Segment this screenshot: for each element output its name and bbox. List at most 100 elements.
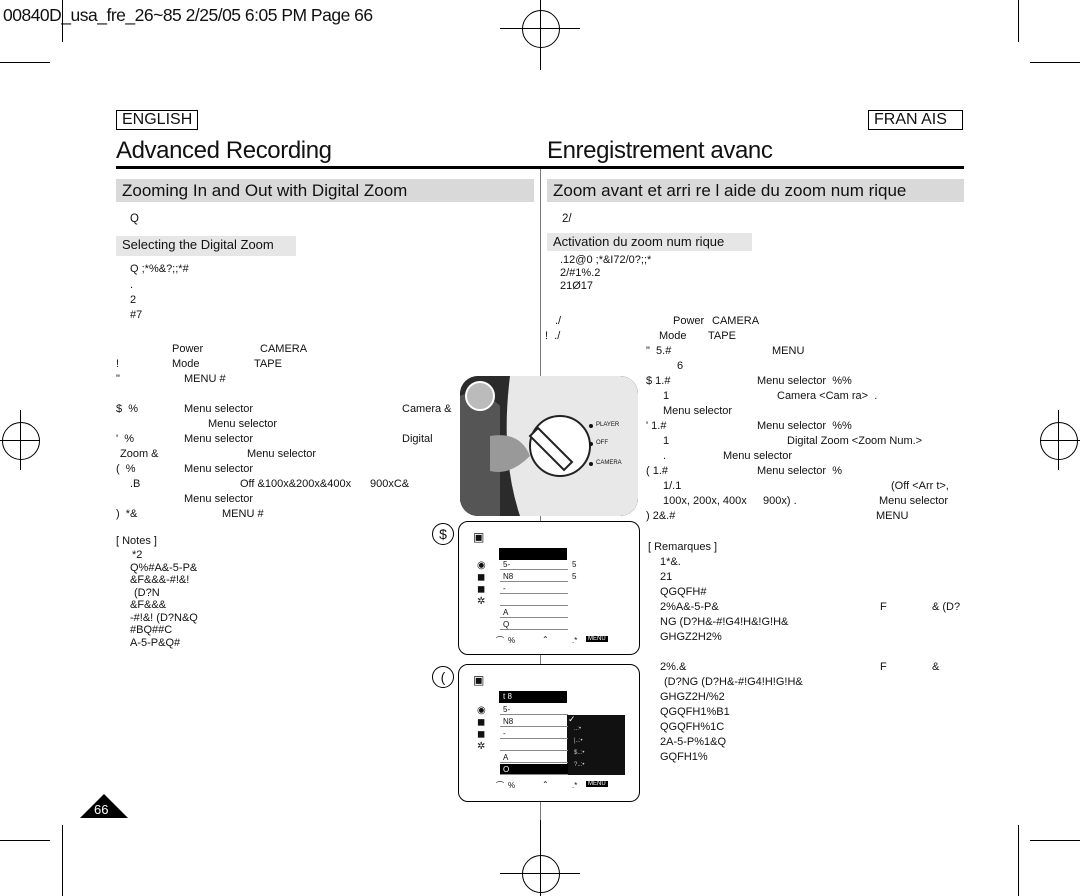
menu-icon: ◼: [477, 584, 486, 595]
menu-row: A: [500, 752, 568, 763]
camera-icon: ▣: [473, 530, 485, 544]
crop-mark: [1018, 825, 1019, 896]
menu-value: 5: [572, 560, 577, 569]
crop-mark: [62, 0, 63, 42]
camera-icon: ▣: [473, 673, 485, 687]
step-row: Menu selector: [184, 493, 254, 505]
step-row: ! Mode TAPE: [116, 358, 282, 370]
crop-mark: [0, 62, 50, 63]
french-title: Enregistrement avanc: [547, 137, 773, 164]
dial-off-label: OFF: [596, 440, 608, 446]
step-row: $ 1.# Menu selector %%: [646, 375, 852, 387]
menu-row: 5-: [500, 559, 568, 570]
page-number: 66: [94, 802, 109, 817]
menu-key: MENU: [586, 636, 608, 642]
step-row: ! ./ Mode TAPE: [545, 330, 736, 342]
menu-footer: ⌒ % ⌃ .* MENU: [496, 780, 608, 790]
english-selection-text: Q ;*%&?;;*# . 2 #7: [130, 263, 189, 321]
english-notes: [ Notes ] *2 Q%#A&-5-P& &F&&&-#!&! (D?N …: [116, 535, 198, 649]
step-row: ) 2&.# MENU: [646, 510, 909, 522]
french-label: FRAN AIS: [868, 110, 963, 130]
menu-row: [500, 740, 568, 751]
french-section-bar: Zoom avant et arri re l aide du zoom num…: [547, 179, 964, 202]
step-row: " MENU #: [116, 373, 226, 385]
french-steps: ./ Power CAMERA ! ./ Mode TAPE " 5.# MEN…: [545, 314, 965, 524]
print-header: 00840D_usa_fre_26~85 2/25/05 6:05 PM Pag…: [3, 5, 373, 25]
menu-row: Q: [500, 619, 568, 630]
step-row: . Menu selector: [663, 450, 793, 462]
menu-screen-2: ▣ t 8 ◉ ◼ ◼ ✲: [458, 664, 640, 802]
english-subsection: Selecting the Digital Zoom: [116, 236, 296, 256]
zoom-option: $..:•: [574, 750, 585, 756]
check-icon: ✓: [568, 714, 576, 724]
title-rule: [116, 166, 964, 169]
menu-screen-1: ▣ ◉ ◼ ◼ ✲: [458, 521, 640, 655]
center-line: [500, 28, 580, 29]
english-steps: Power CAMERA ! Mode TAPE " MENU #: [116, 342, 456, 387]
step-row: .B Off &100x&200x&400x 900xC&: [130, 478, 410, 490]
camera-illustration: [460, 376, 638, 516]
dial-camera-label: CAMERA: [596, 460, 622, 466]
registration-mark: [2, 422, 40, 460]
crop-mark: [1030, 62, 1080, 63]
return-icon: ⌒: [496, 781, 504, 790]
english-title: Advanced Recording: [116, 137, 332, 164]
menu-header: [499, 548, 567, 560]
step-row: $ % Menu selector Camera &: [116, 403, 452, 415]
menu-row: A: [500, 607, 568, 618]
french-notes: [ Remarques ] 1*&. 21 QGQFH# 2%A&-5-P& N…: [648, 540, 968, 765]
step-row: ) *& MENU #: [116, 508, 264, 520]
english-section-bar: Zooming In and Out with Digital Zoom: [116, 179, 534, 202]
dial-player-label: PLAYER: [596, 422, 620, 428]
center-line: [540, 0, 541, 70]
menu-icon: ◼: [477, 729, 486, 740]
zoom-options-popup: [567, 715, 625, 775]
english-intro: Q: [130, 213, 139, 225]
menu-row: N8: [500, 716, 568, 727]
english-label: ENGLISH: [116, 110, 199, 130]
step-row: Zoom & Menu selector: [120, 448, 317, 460]
menu-value: 5: [572, 572, 577, 581]
step-row: ' 1.# Menu selector %%: [646, 420, 852, 432]
return-icon: ⌒: [496, 636, 504, 645]
menu-row: 5-: [500, 704, 568, 715]
menu-row: -: [500, 728, 568, 739]
menu-footer: ⌒ % ⌃ .* MENU: [496, 635, 608, 645]
step-row: 6: [677, 360, 684, 372]
menu-icon: ✲: [477, 741, 486, 752]
crop-mark: [62, 825, 63, 896]
step-row: ( 1.# Menu selector %: [646, 465, 842, 477]
step-row: 1 Digital Zoom <Zoom Num.>: [663, 435, 923, 447]
step-row: Menu selector: [663, 405, 733, 417]
step-marker: (: [432, 666, 454, 688]
step-row: 1 Camera <Cam ra> .: [663, 390, 878, 402]
menu-icon: ◼: [477, 717, 486, 728]
crop-mark: [0, 840, 50, 841]
notes-label: [ Notes ]: [116, 535, 157, 547]
center-line: [540, 820, 541, 896]
registration-mark: [522, 10, 560, 48]
step-marker: $: [432, 523, 454, 545]
menu-row-selected: O: [500, 764, 568, 775]
step-row: " 5.# MENU: [646, 345, 805, 357]
menu-icon: ◼: [477, 572, 486, 583]
french-subsection: Activation du zoom num rique: [547, 233, 752, 251]
french-intro: 2/: [562, 213, 572, 225]
registration-mark: [1040, 422, 1078, 460]
page-number-badge: [80, 794, 128, 818]
menu-key: MENU: [586, 781, 608, 787]
step-row: 100x, 200x, 400x 900x) . Menu selector: [663, 495, 949, 507]
menu-icon: ✲: [477, 596, 486, 607]
crop-mark: [1030, 840, 1080, 841]
step-row: Power CAMERA: [172, 343, 308, 355]
crop-mark: [1018, 0, 1019, 42]
dial-icon: ⌃: [542, 635, 549, 644]
step-row: ' % Menu selector Digital: [116, 433, 433, 445]
menu-icon: ◉: [477, 560, 486, 571]
menu-icon: ◉: [477, 705, 486, 716]
step-row: ( % Menu selector: [116, 463, 254, 475]
zoom-option: |..:•: [574, 738, 583, 744]
center-line: [500, 873, 580, 874]
camera-dial-figure: PLAYER OFF CAMERA: [460, 376, 638, 516]
step-row: ./ Power CAMERA: [555, 315, 760, 327]
